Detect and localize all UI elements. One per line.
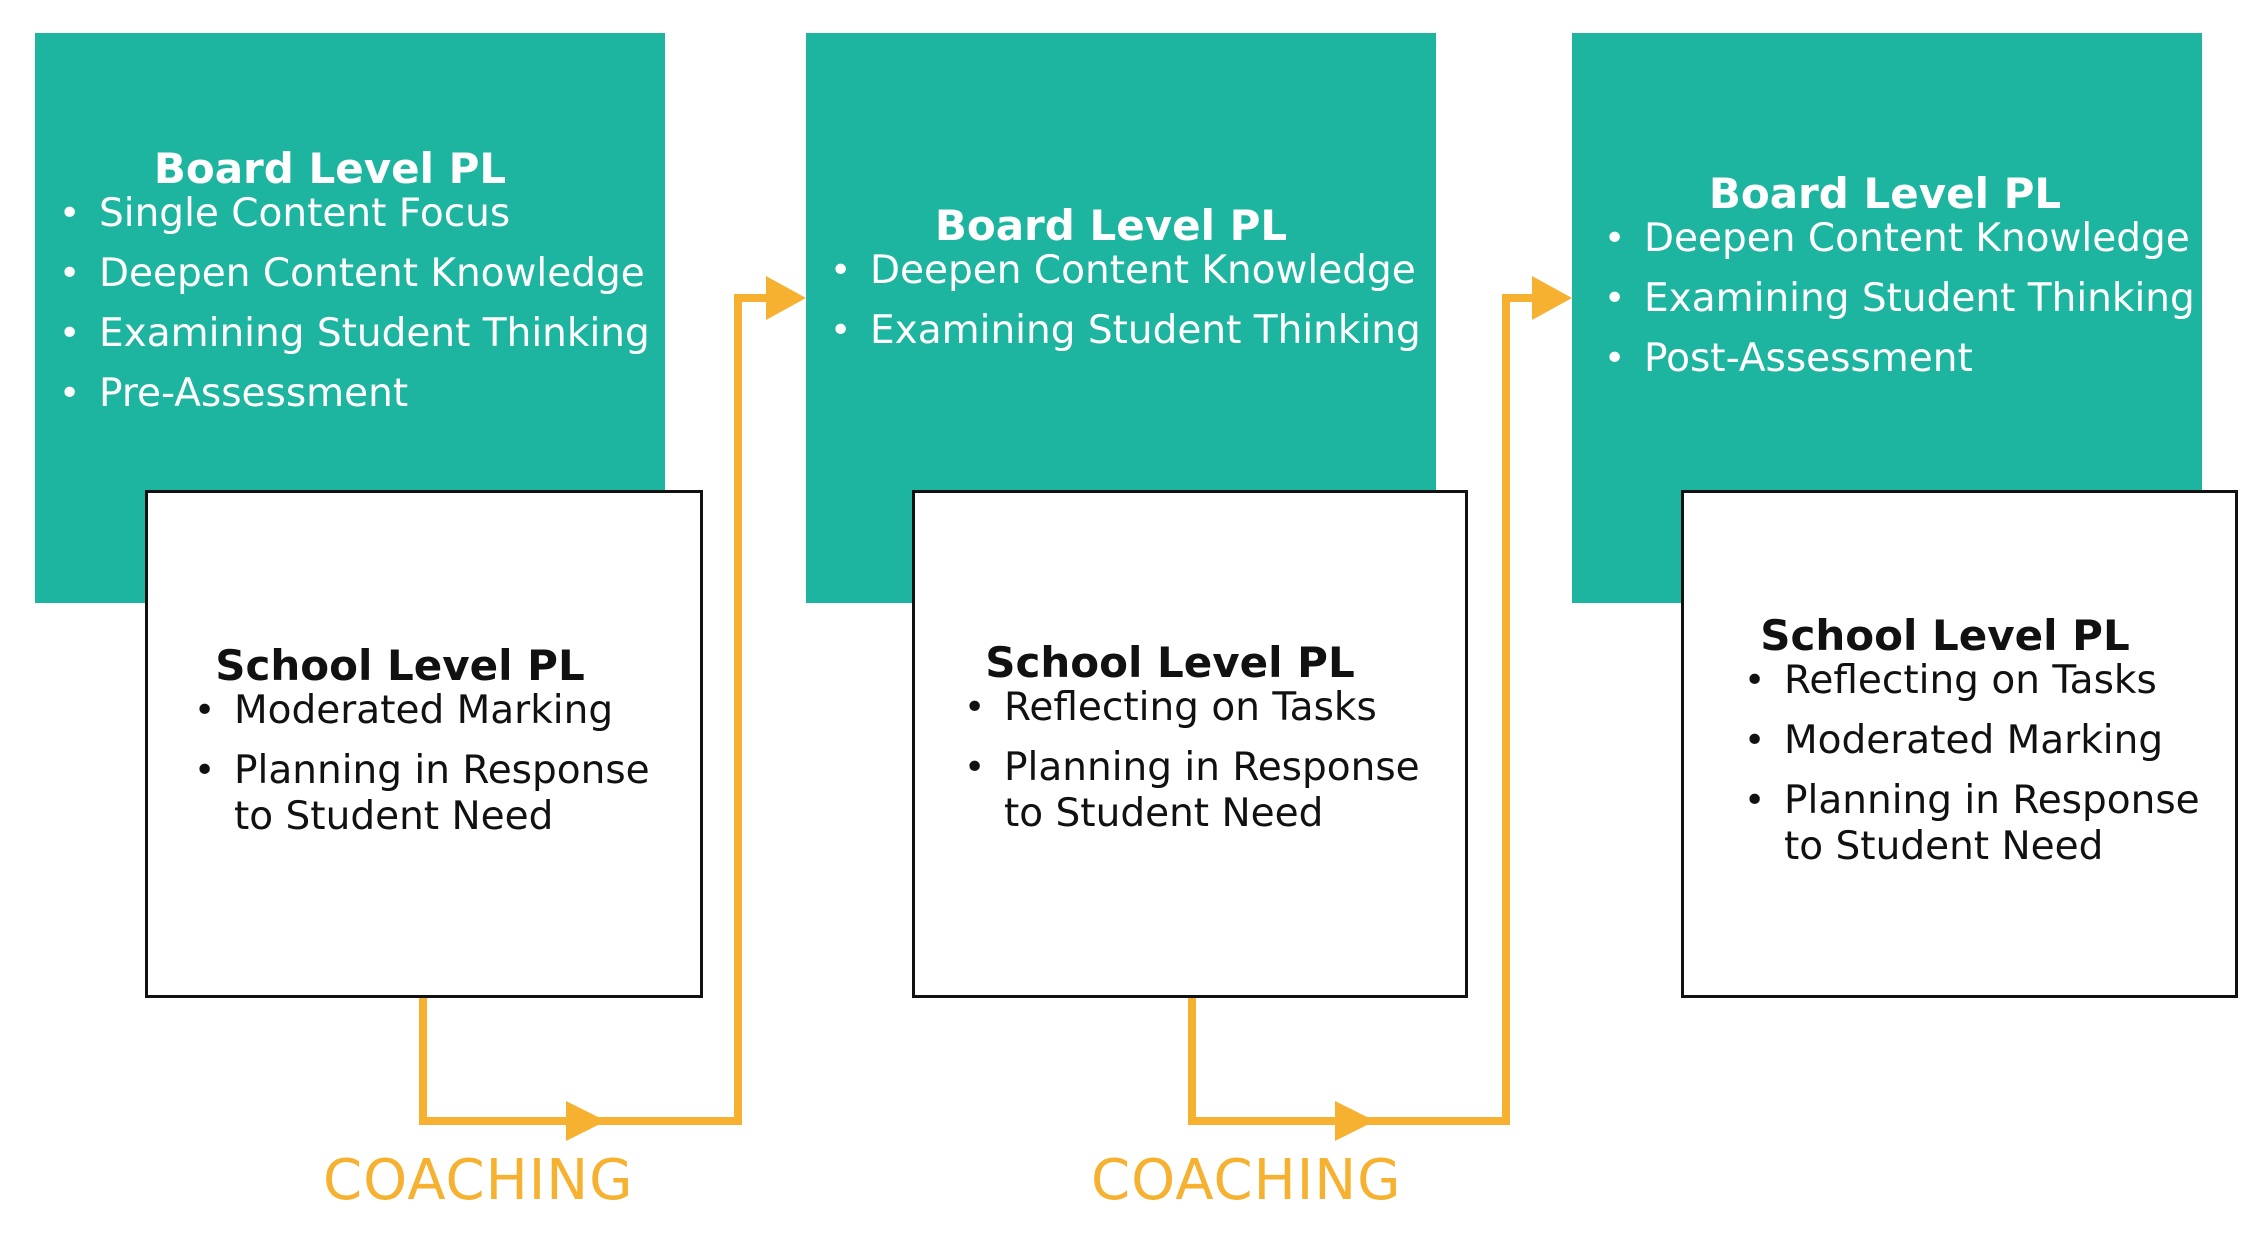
list-item: •Moderated Marking xyxy=(1744,718,2164,763)
school-level-panel-1: School Level PL •Moderated Marking •Plan… xyxy=(190,640,670,854)
coaching-label-2: COACHING xyxy=(1091,1148,1402,1213)
board-level-title: Board Level PL xyxy=(1708,169,2062,218)
school-level-list: •Reflecting on Tasks •Moderated Marking … xyxy=(1740,658,2230,870)
board-level-panel-3: Board Level PL •Deepen Content Knowledge… xyxy=(1600,168,2200,396)
list-item: •Deepen Content Knowledge xyxy=(59,251,645,296)
list-item: •Moderated Marking xyxy=(194,688,614,733)
list-item: •Planning in Response to Student Need xyxy=(964,745,1420,836)
school-level-title: School Level PL xyxy=(1760,611,2130,660)
list-item: •Planning in Response to Student Need xyxy=(194,748,650,839)
coaching-label-1: COACHING xyxy=(323,1148,634,1213)
school-level-list: •Moderated Marking •Planning in Response… xyxy=(190,688,670,840)
list-item: •Examining Student Thinking xyxy=(830,308,1421,353)
board-level-panel-2: Board Level PL •Deepen Content Knowledge… xyxy=(826,200,1426,368)
board-level-list: •Deepen Content Knowledge •Examining Stu… xyxy=(1600,216,2200,382)
list-item: •Reflecting on Tasks xyxy=(1744,658,2157,703)
list-item: •Deepen Content Knowledge xyxy=(1604,216,2190,261)
list-item: •Single Content Focus xyxy=(59,191,511,236)
arrowhead-1-mid xyxy=(566,1101,606,1141)
list-item: •Pre-Assessment xyxy=(59,371,409,416)
board-level-title: Board Level PL xyxy=(934,201,1288,250)
board-level-list: •Deepen Content Knowledge •Examining Stu… xyxy=(826,248,1426,354)
board-level-title: Board Level PL xyxy=(153,144,507,193)
school-level-panel-2: School Level PL •Reflecting on Tasks •Pl… xyxy=(960,637,1440,851)
school-level-list: •Reflecting on Tasks •Planning in Respon… xyxy=(960,685,1440,837)
list-item: •Deepen Content Knowledge xyxy=(830,248,1416,293)
arrowhead-2-end xyxy=(1532,276,1572,320)
school-level-title: School Level PL xyxy=(985,638,1355,687)
board-level-list: •Single Content Focus •Deepen Content Kn… xyxy=(55,191,655,417)
list-item: •Post-Assessment xyxy=(1604,336,1973,381)
list-item: •Examining Student Thinking xyxy=(1604,276,2195,321)
school-level-panel-3: School Level PL •Reflecting on Tasks •Mo… xyxy=(1740,610,2230,884)
list-item: •Planning in Response to Student Need xyxy=(1744,778,2200,869)
arrowhead-2-mid xyxy=(1335,1101,1375,1141)
arrowhead-1-end xyxy=(766,276,806,320)
board-level-panel-1: Board Level PL •Single Content Focus •De… xyxy=(55,143,655,431)
list-item: •Examining Student Thinking xyxy=(59,311,650,356)
school-level-title: School Level PL xyxy=(215,641,585,690)
school-level-box-3 xyxy=(1681,490,2238,998)
list-item: •Reflecting on Tasks xyxy=(964,685,1377,730)
